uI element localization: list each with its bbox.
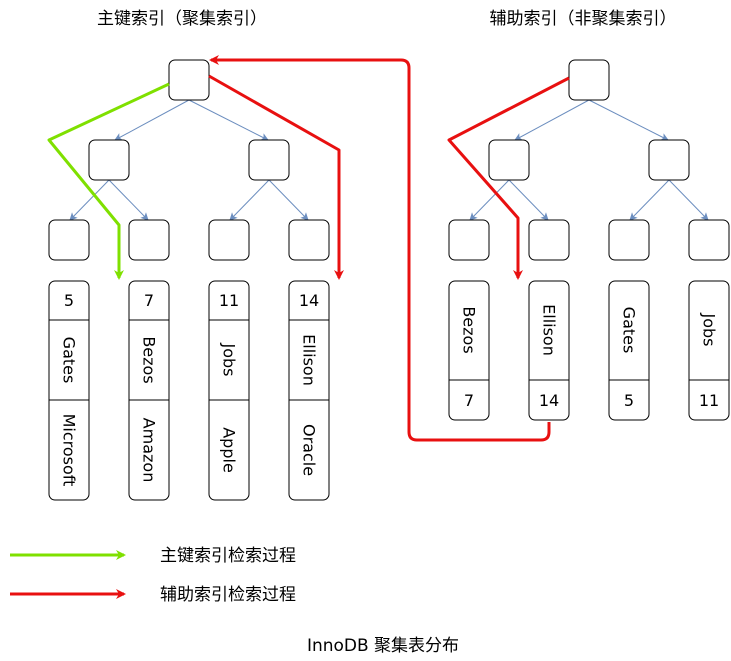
record-name: Ellison — [300, 334, 319, 386]
record-name: Jobs — [700, 313, 719, 347]
back-lookup-arrow — [209, 55, 551, 442]
record-name: Bezos — [460, 306, 479, 353]
record-name: Bezos — [140, 336, 159, 383]
clustered-leaf-pointer-node — [288, 219, 330, 261]
record-id: 5 — [64, 291, 74, 310]
secondary-search-clustered-arrow — [208, 74, 344, 280]
secondary-index-title: 辅助索引（非聚集索引） — [490, 9, 677, 29]
secondary-leaf-pointer-node — [688, 219, 730, 261]
secondary-search-descent-arrow — [447, 76, 570, 280]
secondary-leaf-pointer-node — [448, 219, 490, 261]
secondary-tree — [448, 59, 730, 261]
clustered-tree — [48, 59, 330, 261]
secondary-inner-node — [648, 139, 690, 181]
clustered-record: 5 Gates Microsoft — [48, 280, 90, 501]
clustered-leaf-pointer-node — [128, 219, 170, 261]
record-id: 11 — [699, 391, 719, 410]
record-company: Microsoft — [60, 414, 79, 487]
clustered-record: 7 Bezos Amazon — [128, 280, 170, 501]
record-name: Ellison — [540, 304, 559, 356]
secondary-leaf-records: Bezos 7 Ellison 14 Gates 5 Jobs 11 — [448, 280, 730, 421]
legend-green-label: 主键索引检索过程 — [160, 546, 296, 566]
secondary-leaf-pointer-node — [608, 219, 650, 261]
diagram-caption: InnoDB 聚集表分布 — [307, 636, 459, 656]
secondary-record: Ellison 14 — [528, 280, 570, 421]
clustered-leaf-pointer-node — [208, 219, 250, 261]
secondary-inner-node — [488, 139, 530, 181]
secondary-record: Gates 5 — [608, 280, 650, 421]
record-id: 14 — [299, 291, 319, 310]
secondary-record: Bezos 7 — [448, 280, 490, 421]
record-name: Gates — [620, 307, 639, 354]
primary-search-path-arrow — [47, 82, 170, 280]
legend-red-label: 辅助索引检索过程 — [160, 585, 296, 605]
clustered-record: 11 Jobs Apple — [208, 280, 250, 501]
record-id: 11 — [219, 291, 239, 310]
legend: 主键索引检索过程 辅助索引检索过程 — [10, 546, 296, 605]
record-company: Amazon — [140, 418, 159, 483]
record-company: Apple — [220, 427, 239, 473]
clustered-inner-node — [88, 139, 130, 181]
clustered-record: 14 Ellison Oracle — [288, 280, 330, 501]
secondary-leaf-pointer-node — [528, 219, 570, 261]
secondary-root-node — [568, 59, 610, 101]
secondary-record: Jobs 11 — [688, 280, 730, 421]
clustered-leaf-records: 5 Gates Microsoft 7 Bezos Amazon 11 Jobs… — [48, 280, 330, 501]
clustered-root-node — [168, 59, 210, 101]
clustered-inner-node — [248, 139, 290, 181]
clustered-index-title: 主键索引（聚集索引） — [97, 9, 267, 29]
record-id: 7 — [464, 391, 474, 410]
clustered-leaf-pointer-node — [48, 219, 90, 261]
record-id: 7 — [144, 291, 154, 310]
record-company: Oracle — [300, 424, 319, 476]
record-id: 5 — [624, 391, 634, 410]
record-name: Gates — [60, 337, 79, 384]
record-id: 14 — [539, 391, 559, 410]
record-name: Jobs — [220, 343, 239, 377]
